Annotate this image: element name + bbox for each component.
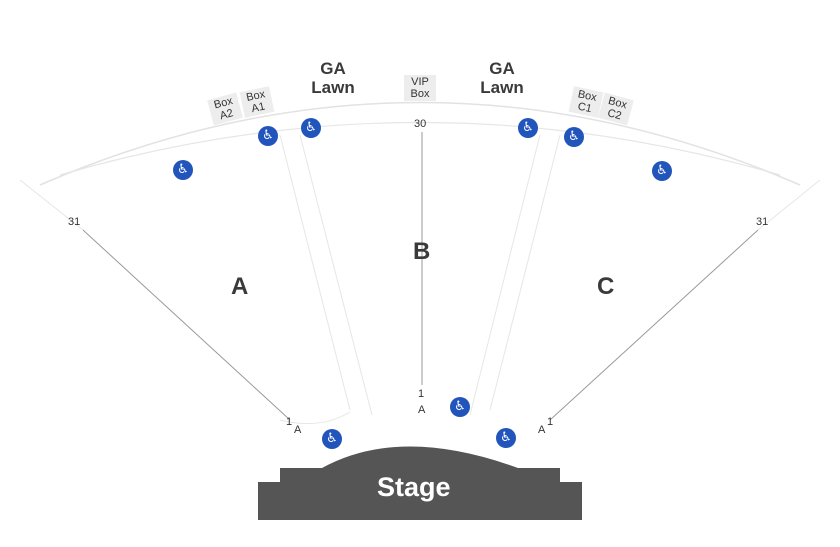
stage-label: Stage xyxy=(377,472,451,502)
row-label-center-30: 30 xyxy=(414,118,427,130)
row-label-center-a: A xyxy=(418,404,426,416)
row-label-left-31: 31 xyxy=(68,216,81,228)
section-c-label[interactable]: C xyxy=(597,273,615,300)
ga-lawn-left-line2: Lawn xyxy=(311,78,355,97)
row-label-left-a: A xyxy=(294,424,302,436)
vip-box-line1: VIP xyxy=(411,76,429,88)
wheelchair-icon[interactable]: ♿ xyxy=(258,126,278,146)
wheelchair-icon[interactable]: ♿ xyxy=(518,118,538,138)
ga-lawn-left[interactable]: GA Lawn xyxy=(305,59,361,97)
wheelchair-icon[interactable]: ♿ xyxy=(173,160,193,180)
wheelchair-icon[interactable]: ♿ xyxy=(496,428,516,448)
section-b-label[interactable]: B xyxy=(413,238,431,265)
ga-lawn-right-line1: GA xyxy=(489,59,515,78)
ga-lawn-right-line2: Lawn xyxy=(480,78,524,97)
vip-box[interactable]: VIP Box xyxy=(404,75,436,101)
wheelchair-icon[interactable]: ♿ xyxy=(564,127,584,147)
ga-lawn-left-line1: GA xyxy=(320,59,346,78)
section-a-edge-right xyxy=(279,134,351,411)
row-label-center-1: 1 xyxy=(418,388,425,400)
section-b-right-edge xyxy=(469,134,541,416)
row-label-right-a: A xyxy=(538,424,546,436)
section-a-label[interactable]: A xyxy=(231,273,249,300)
ga-lawn-right[interactable]: GA Lawn xyxy=(474,59,530,97)
ga-arc xyxy=(59,121,781,176)
vip-box-line2: Box xyxy=(410,88,430,100)
left-side-line xyxy=(19,179,84,231)
section-b-left-edge xyxy=(299,134,373,416)
section-a-edge-left xyxy=(82,229,291,421)
wheelchair-icon[interactable]: ♿ xyxy=(322,429,342,449)
wheelchair-icon[interactable]: ♿ xyxy=(301,118,321,138)
stage-shape xyxy=(258,446,582,520)
section-a-front xyxy=(279,411,351,425)
right-side-line xyxy=(757,179,821,231)
row-label-right-1: 1 xyxy=(547,416,554,428)
row-label-right-31: 31 xyxy=(756,216,769,228)
wheelchair-icon[interactable]: ♿ xyxy=(652,161,672,181)
section-c-edge-right xyxy=(549,229,759,421)
row-label-left-1: 1 xyxy=(286,416,293,428)
outer-arc xyxy=(39,101,801,186)
wheelchair-icon[interactable]: ♿ xyxy=(450,397,470,417)
section-c-edge-left xyxy=(489,134,561,411)
